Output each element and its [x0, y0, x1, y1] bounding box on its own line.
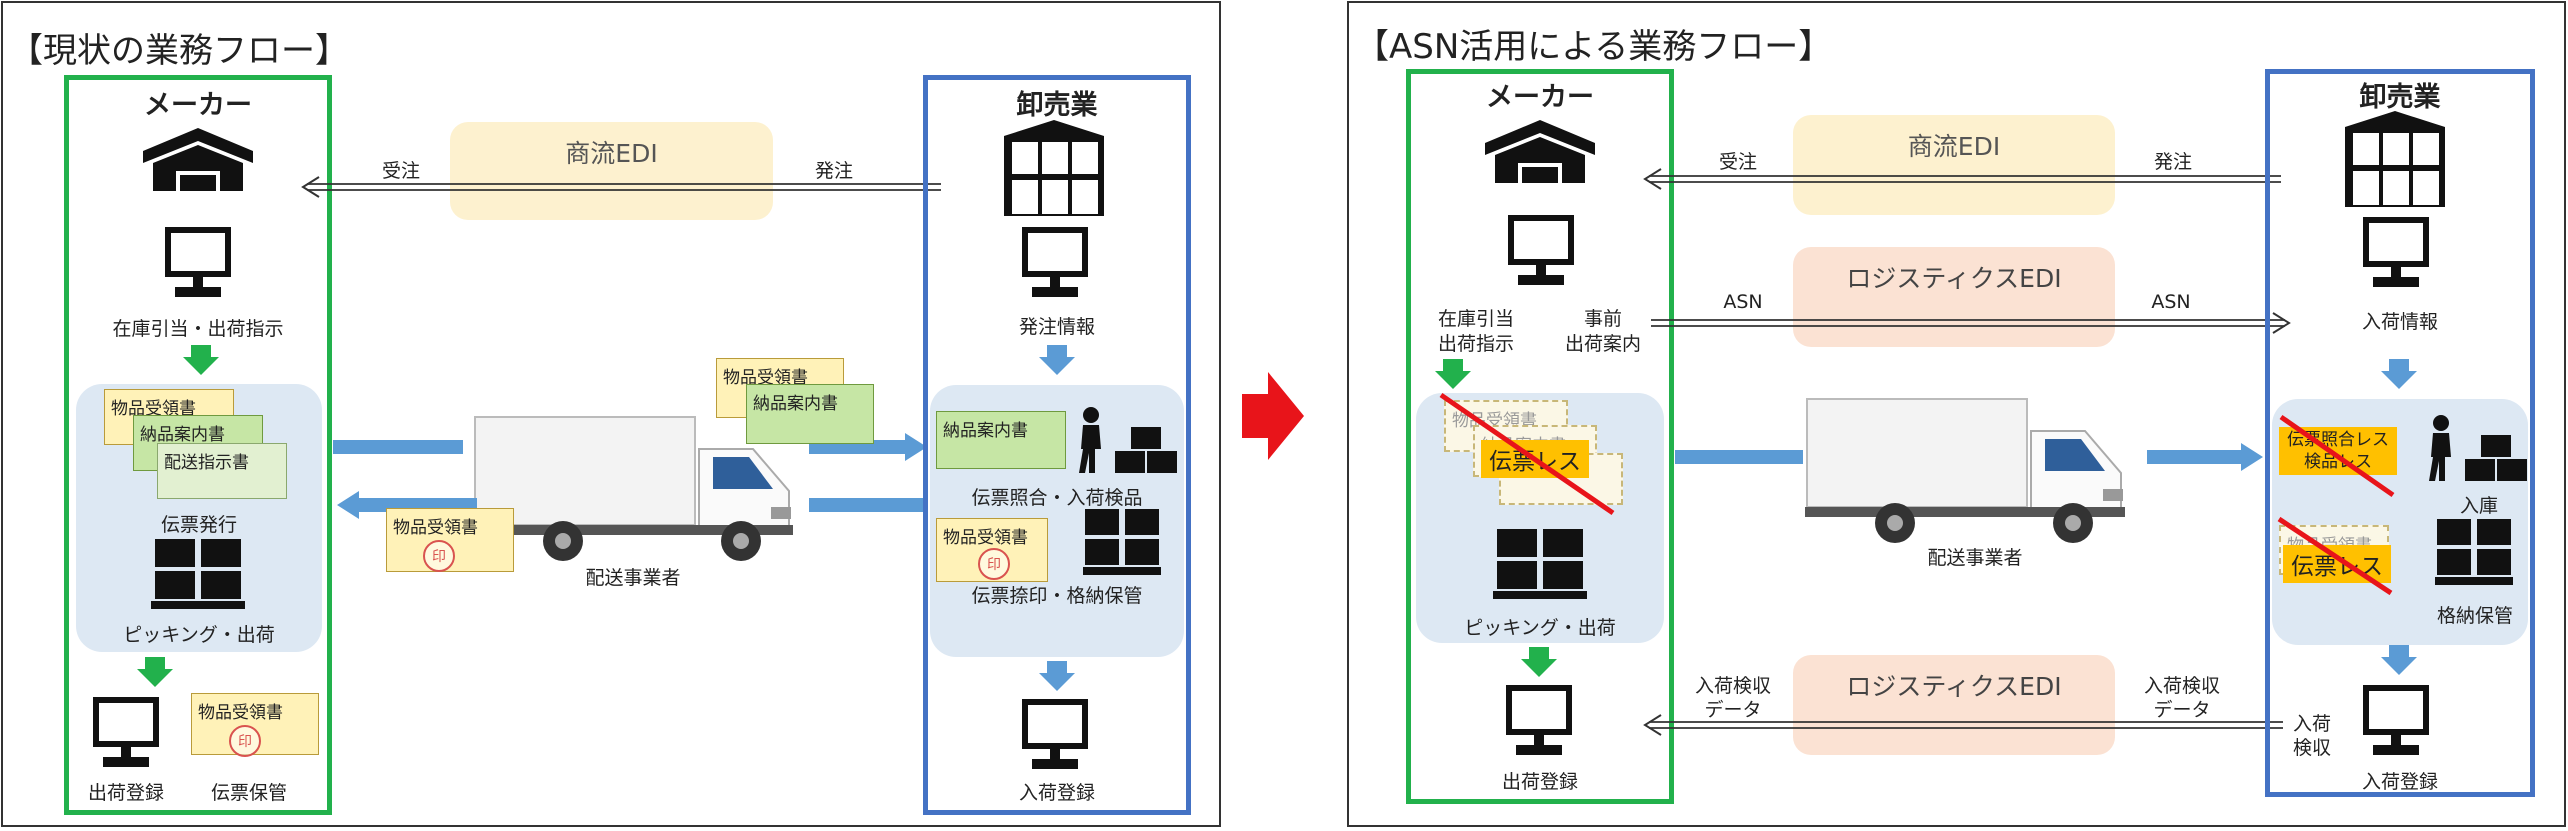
order-info-label: 発注情報: [1018, 316, 1095, 338]
incoming-delivery-note: 納品案内書: [746, 384, 874, 444]
transition-arrow: [1242, 372, 1304, 460]
receive-order-label: 受注: [381, 160, 420, 182]
asn-flow-bar-to-truck: [1675, 450, 1803, 464]
maker-computer-icon: [165, 227, 231, 297]
returned-stamp-mark: 印: [423, 540, 455, 572]
commerce-edi-arrow: [301, 176, 941, 198]
asn-left-label: ASN: [1723, 291, 1763, 313]
blue-down-arrow-2: [1039, 661, 1075, 691]
pallet-boxes-icon: [151, 539, 245, 609]
asn-maker-column: [1406, 69, 1674, 804]
flow-bar-to-truck: [333, 440, 463, 454]
asn-commerce-edi-arrow: [1643, 168, 2281, 190]
asn-factory-icon: [1485, 120, 1595, 183]
maker-heading: メーカー: [144, 90, 252, 121]
asn-blue-down-arrow-1: [2381, 359, 2417, 389]
blue-down-arrow-1: [1039, 345, 1075, 375]
slip-check-less-badge: 伝票照合レス 検品レス: [2279, 427, 2397, 475]
asn-green-down-arrow-1: [1435, 359, 1471, 389]
ship-register-computer-icon: [93, 697, 159, 767]
asn-commerce-edi-band: 商流EDI: [1793, 115, 2115, 215]
wholesaler-heading: 卸売業: [1016, 90, 1098, 121]
asn-maker-computer-icon: [1508, 215, 1574, 285]
place-order-label: 発注: [814, 160, 853, 182]
maker-column: [64, 75, 332, 815]
inspection-data-right-2: データ: [2153, 699, 2211, 721]
asn-receive-register-computer-icon: [2363, 685, 2429, 755]
inspection-label-1: 入荷: [2292, 713, 2331, 735]
logistics-edi-inspection-band: ロジスティクスEDI: [1793, 655, 2115, 755]
warehouse-building-icon: [1004, 120, 1104, 216]
green-down-arrow-2: [137, 657, 173, 687]
asn-notice-arrow: [1651, 312, 2291, 334]
logistics-edi-asn-band: ロジスティクスEDI: [1793, 247, 2115, 347]
stamp-store-label: 伝票捺印・格納保管: [971, 585, 1143, 607]
asn-flow-title: 【ASN活用による業務フロー】: [1355, 27, 1833, 67]
asn-ship-register-label: 出荷登録: [1501, 771, 1578, 793]
inspection-worker-icon: [1079, 407, 1177, 473]
wholesaler-computer-icon: [1022, 227, 1088, 297]
receive-info-label: 入荷情報: [2361, 311, 2438, 333]
doc-dispatch-order: 配送指示書: [157, 443, 287, 499]
asn-flow-panel: 【ASN活用による業務フロー】 メーカー 在庫引当 出荷指示 事前 出荷案内 物…: [1347, 1, 2566, 827]
asn-warehouse-building-icon: [2345, 111, 2445, 207]
stock-allocation-label: 在庫引当・出荷指示: [112, 318, 284, 340]
asn-place-order-label: 発注: [2153, 151, 2192, 173]
advance-notice-label-2: 出荷案内: [1564, 333, 1641, 355]
returned-receipt-doc: 物品受領書: [386, 508, 514, 572]
asn-carrier-label: 配送事業者: [1927, 547, 2023, 569]
asn-wholesaler-pallet-icon: [2435, 519, 2513, 585]
asn-wholesaler-column: [2265, 69, 2535, 797]
asn-blue-down-arrow-2: [2381, 645, 2417, 675]
strike-line-wholesaler: [2277, 516, 2393, 596]
asn-ship-register-computer-icon: [1506, 685, 1572, 755]
wholesaler-column: [923, 75, 1191, 815]
receive-register-label: 入荷登録: [1018, 782, 1095, 804]
slip-storage-label: 伝票保管: [210, 782, 287, 804]
wholesaler-stamp-mark: 印: [978, 548, 1010, 580]
asn-picking-label: ピッキング・出荷: [1464, 617, 1616, 639]
picking-shipping-label: ピッキング・出荷: [123, 624, 275, 646]
stamp-mark: 印: [229, 725, 261, 757]
strike-line-maker: [1439, 392, 1615, 516]
asn-maker-heading: メーカー: [1486, 82, 1594, 113]
asn-wholesaler-heading: 卸売業: [2359, 82, 2441, 113]
asn-inspection-worker-icon: [2429, 415, 2527, 481]
receive-register-computer-icon: [1022, 699, 1088, 769]
inspection-data-right-1: 入荷検収: [2143, 675, 2220, 697]
slip-check-inspection-label: 伝票照合・入荷検品: [971, 487, 1143, 509]
slip-issue-label: 伝票発行: [160, 514, 237, 536]
asn-wholesaler-computer-icon: [2363, 217, 2429, 287]
current-flow-title: 【現状の業務フロー】: [9, 31, 349, 71]
asn-delivery-truck-icon: [1805, 398, 2125, 543]
slip-check-less-text: 伝票照合レス: [2287, 430, 2389, 450]
inspection-data-arrow: [1643, 714, 2283, 736]
asn-flow-arrow-to-wholesaler: [2147, 443, 2263, 471]
received-delivery-note: 納品案内書: [936, 411, 1066, 469]
green-down-arrow-1: [183, 345, 219, 375]
wholesaler-pallet-icon: [1083, 509, 1161, 575]
inspection-data-left-2: データ: [1704, 699, 1762, 721]
flow-bar-from-wholesaler: [809, 498, 927, 512]
strike-line-check: [2279, 414, 2395, 498]
asn-right-label: ASN: [2151, 291, 2191, 313]
current-flow-panel: 【現状の業務フロー】 メーカー 在庫引当・出荷指示 物品受領書 納品案内書 配送…: [1, 1, 1221, 827]
asn-receive-register-label: 入荷登録: [2361, 771, 2438, 793]
asn-green-down-arrow-2: [1521, 647, 1557, 677]
warehouse-in-label: 入庫: [2459, 495, 2498, 517]
asn-pallet-boxes-icon: [1493, 529, 1587, 599]
delivery-truck-icon: [473, 416, 793, 561]
factory-icon: [143, 128, 253, 191]
advance-notice-label-1: 事前: [1583, 308, 1622, 330]
inspection-label-2: 検収: [2292, 737, 2331, 759]
commerce-edi-band: 商流EDI: [450, 122, 773, 220]
asn-stock-label-1: 在庫引当: [1437, 308, 1514, 330]
inspection-data-left-1: 入荷検収: [1694, 675, 1771, 697]
slipless-badge-wholesaler: 伝票レス: [2283, 545, 2391, 583]
asn-stock-label-2: 出荷指示: [1437, 333, 1514, 355]
storage-label: 格納保管: [2436, 605, 2513, 627]
carrier-label: 配送事業者: [585, 567, 681, 589]
ship-register-label: 出荷登録: [87, 782, 164, 804]
asn-receive-order-label: 受注: [1718, 151, 1757, 173]
